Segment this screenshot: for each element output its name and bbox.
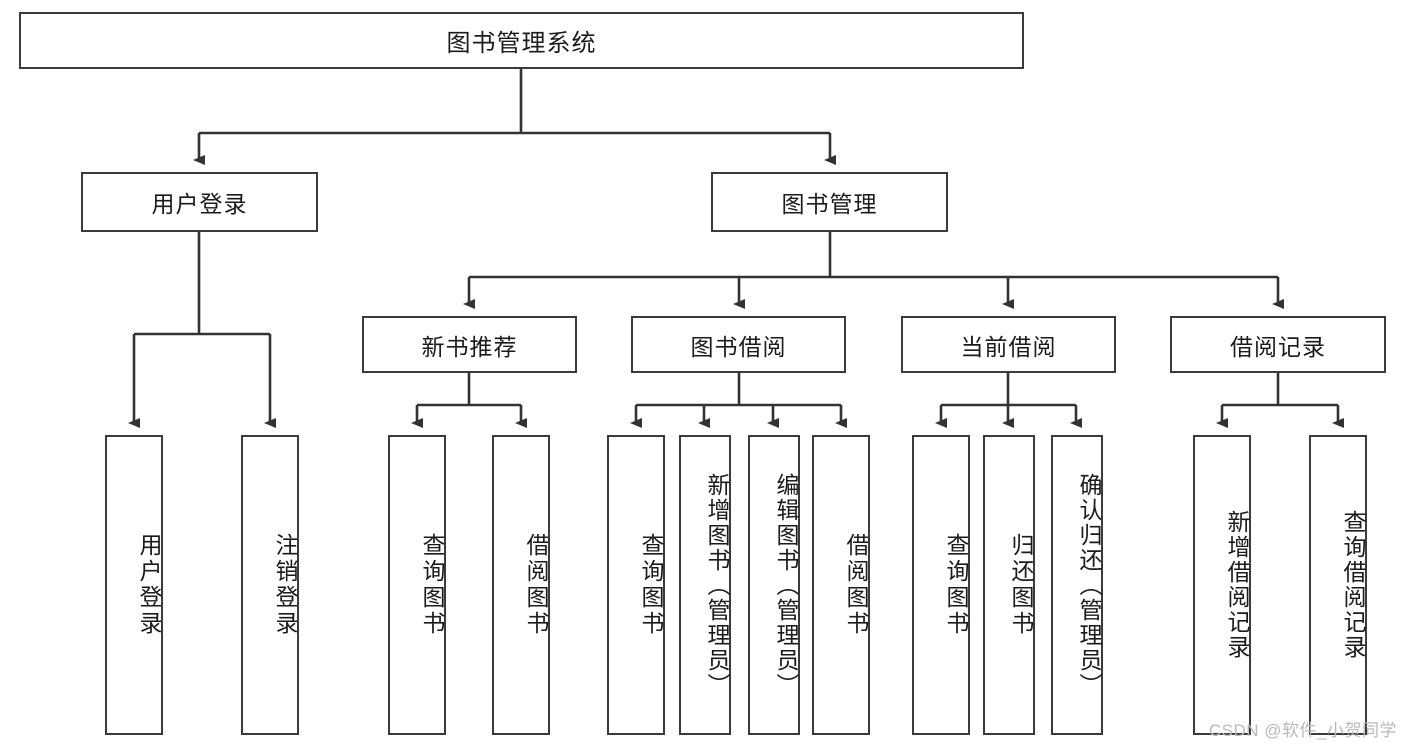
leaf-label: 借阅图书: [523, 533, 549, 637]
node-book-management[interactable]: 图书管理: [711, 172, 948, 232]
leaf-label: 编辑图书（管理员）: [773, 472, 799, 698]
watermark-text: CSDN @软件_小贺同学: [1208, 721, 1397, 740]
leaf-borrow-book[interactable]: 借阅图书: [812, 435, 870, 735]
leaf-label: 查询图书: [943, 533, 969, 637]
leaf-return-book[interactable]: 归还图书: [983, 435, 1035, 735]
leaf-user-login[interactable]: 用户登录: [105, 435, 163, 735]
node-current-borrow[interactable]: 当前借阅: [901, 316, 1116, 373]
leaf-label: 注销登录: [272, 533, 298, 637]
node-new-book-recommend[interactable]: 新书推荐: [362, 316, 577, 373]
leaf-confirm-return-admin[interactable]: 确认归还（管理员）: [1051, 435, 1103, 735]
leaf-borrow-book-recommend[interactable]: 借阅图书: [492, 435, 550, 735]
node-book-borrow[interactable]: 图书借阅: [631, 316, 846, 373]
node-root-system[interactable]: 图书管理系统: [19, 12, 1024, 69]
leaf-label: 查询图书: [638, 533, 664, 637]
node-borrow-record[interactable]: 借阅记录: [1170, 316, 1386, 373]
leaf-add-borrow-record[interactable]: 新增借阅记录: [1193, 435, 1251, 735]
leaf-add-book-admin[interactable]: 新增图书（管理员）: [679, 435, 731, 735]
leaf-label: 确认归还（管理员）: [1076, 472, 1102, 698]
leaf-label: 新增图书（管理员）: [704, 472, 730, 698]
leaf-logout[interactable]: 注销登录: [241, 435, 299, 735]
leaf-label: 查询借阅记录: [1340, 510, 1366, 660]
leaf-query-borrow-record[interactable]: 查询借阅记录: [1309, 435, 1367, 735]
node-user-login[interactable]: 用户登录: [81, 172, 318, 232]
leaf-query-book-recommend[interactable]: 查询图书: [388, 435, 446, 735]
leaf-label: 借阅图书: [843, 533, 869, 637]
leaf-query-book-current[interactable]: 查询图书: [912, 435, 970, 735]
leaf-query-book-borrow[interactable]: 查询图书: [607, 435, 665, 735]
leaf-label: 归还图书: [1008, 533, 1034, 637]
leaf-label: 查询图书: [419, 533, 445, 637]
leaf-label: 新增借阅记录: [1224, 510, 1250, 660]
leaf-label: 用户登录: [136, 533, 162, 637]
leaf-edit-book-admin[interactable]: 编辑图书（管理员）: [748, 435, 800, 735]
